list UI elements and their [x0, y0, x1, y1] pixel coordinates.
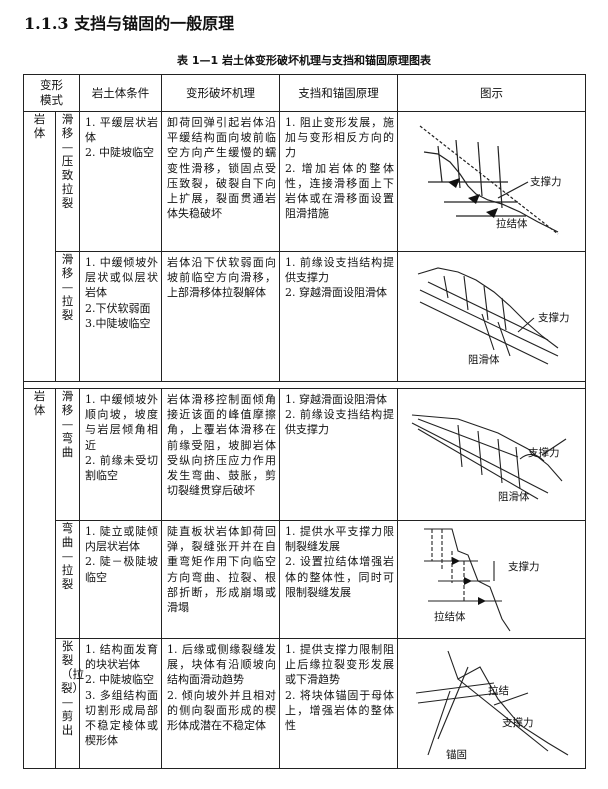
figure-label: 锚固: [446, 749, 467, 761]
figure-cell: 支撑力 阻滑体: [397, 388, 586, 521]
figure-cell: 支撑力 阻滑体: [397, 251, 586, 382]
figure-label: 支撑力: [530, 176, 562, 188]
mechanism-cell: 陡直板状岩体卸荷回弹，裂缝张开并在自重弯矩作用下向临空方向弯曲、拉裂、根部折断，…: [161, 520, 280, 639]
table-header-row: 变形模式 岩土体条件 变形破坏机理 支挡和锚固原理 图示: [23, 74, 586, 112]
header-condition: 岩土体条件: [79, 74, 162, 112]
mechanism-table: 变形模式 岩土体条件 变形破坏机理 支挡和锚固原理 图示 岩体 滑移—压致拉裂 …: [23, 74, 586, 769]
header-principle: 支挡和锚固原理: [279, 74, 398, 112]
principle-cell: 1. 穿越滑面设阻滑体 2. 前缘设支挡结构提供支撑力: [279, 388, 398, 521]
condition-cell: 1. 平缓层状岩体 2. 中陡坡临空: [79, 111, 162, 252]
header-mechanism: 变形破坏机理: [161, 74, 280, 112]
slope-tension-shear-diagram: [415, 650, 569, 756]
mode-cell: 滑移—拉裂: [55, 251, 80, 382]
condition-cell: 1. 结构面发育的块状岩体 2. 中陡坡临空 3. 多组结构面切割形成局部不稳定…: [79, 638, 162, 769]
section-title: 1.1.3 支挡与锚固的一般原理: [24, 14, 235, 33]
table-caption: 表 1—1 岩土体变形破坏机理与支挡和锚固原理图表: [177, 54, 431, 67]
condition-cell: 1. 陡立或陡倾内层状岩体 2. 陡－极陡坡临空: [79, 520, 162, 639]
principle-cell: 1. 阻止变形发展，施加与变形相反方向的力 2. 增加岩体的整体性，连接滑移面上…: [279, 111, 398, 252]
principle-cell: 1. 前缘设支挡结构提供支撑力 2. 穿越滑面设阻滑体: [279, 251, 398, 382]
figure-label: 拉结体: [496, 218, 528, 230]
figure-label: 支撑力: [508, 561, 540, 573]
mode-cell: 张裂（拉裂）—剪出: [55, 638, 84, 769]
table-row: 张裂（拉裂）—剪出 1. 结构面发育的块状岩体 2. 中陡坡临空 3. 多组结构…: [24, 638, 586, 769]
figure-cell: 拉结 支撑力 锚固: [397, 638, 586, 769]
principle-cell: 1. 提供水平支撑力限制裂缝发展 2. 设置拉结体增强岩体的整体性，同时可限制裂…: [279, 520, 398, 639]
condition-cell: 1. 中缓倾坡外顺向坡，坡度与岩层倾角相近 2. 前缘未受切割临空: [79, 388, 162, 521]
section-gap: [23, 381, 586, 389]
condition-cell: 1. 中缓倾坡外层状或似层状岩体 2.下伏软弱面 3.中陡坡临空: [79, 251, 162, 382]
figure-label: 支撑力: [538, 312, 570, 324]
mode-cell: 滑移—弯曲: [55, 388, 80, 521]
header-deform-mode: 变形模式: [23, 74, 80, 112]
table-row: 岩体 滑移—压致拉裂 1. 平缓层状岩体 2. 中陡坡临空 卸荷回弹引起岩体沿平…: [23, 111, 586, 382]
figure-label: 支撑力: [528, 447, 560, 459]
figure-label: 支撑力: [502, 717, 534, 729]
figure-label: 拉结体: [434, 611, 466, 623]
mechanism-cell: 1. 后缘或侧缘裂缝发展，块体有沿顺坡向结构面滑动趋势 2. 倾向坡外并且相对的…: [161, 638, 280, 769]
mechanism-cell: 岩体滑移控制面倾角接近该面的峰值摩擦角，上覆岩体滑移在前缘受阻，坡脚岩体受纵向挤…: [161, 388, 280, 521]
mode-cell: 滑移—压致拉裂: [55, 111, 80, 252]
principle-cell: 1. 提供支撑力限制阻止后缘拉裂变形发展或下滑趋势 2. 将块体锚固于母体上，增…: [279, 638, 398, 769]
figure-cell: 支撑力 拉结体: [397, 111, 586, 252]
category-cell: 岩体: [23, 111, 56, 382]
table-row: 滑移—拉裂 1. 中缓倾坡外层状或似层状岩体 2.下伏软弱面 3.中陡坡临空 岩…: [24, 251, 586, 382]
mechanism-cell: 卸荷回弹引起岩体沿平缓结构面向坡前临空方向产生缓慢的蠕变性滑移，锁固点受压致裂，…: [161, 111, 280, 252]
mode-cell: 弯曲—拉裂: [55, 520, 80, 639]
table-row: 弯曲—拉裂 1. 陡立或陡倾内层状岩体 2. 陡－极陡坡临空 陡直板状岩体卸荷回…: [24, 520, 586, 639]
table-row: 岩体 滑移—弯曲 1. 中缓倾坡外顺向坡，坡度与岩层倾角相近 2. 前缘未受切割…: [23, 388, 586, 769]
figure-cell: 支撑力 拉结体: [397, 520, 586, 639]
slope-bending-tension-diagram: [424, 528, 511, 632]
figure-label: 阻滑体: [498, 491, 530, 503]
header-figure: 图示: [397, 74, 586, 112]
figure-label: 阻滑体: [468, 354, 500, 366]
category-cell: 岩体: [23, 388, 56, 769]
slope-sliding-bending-diagram: [411, 414, 567, 500]
figure-label: 拉结: [488, 685, 509, 697]
slope-sliding-tension-diagram: [417, 267, 559, 365]
slope-sliding-compression-diagram: [419, 125, 559, 235]
mechanism-cell: 岩体沿下伏软弱面向坡前临空方向滑移，上部滑移体拉裂解体: [161, 251, 280, 382]
